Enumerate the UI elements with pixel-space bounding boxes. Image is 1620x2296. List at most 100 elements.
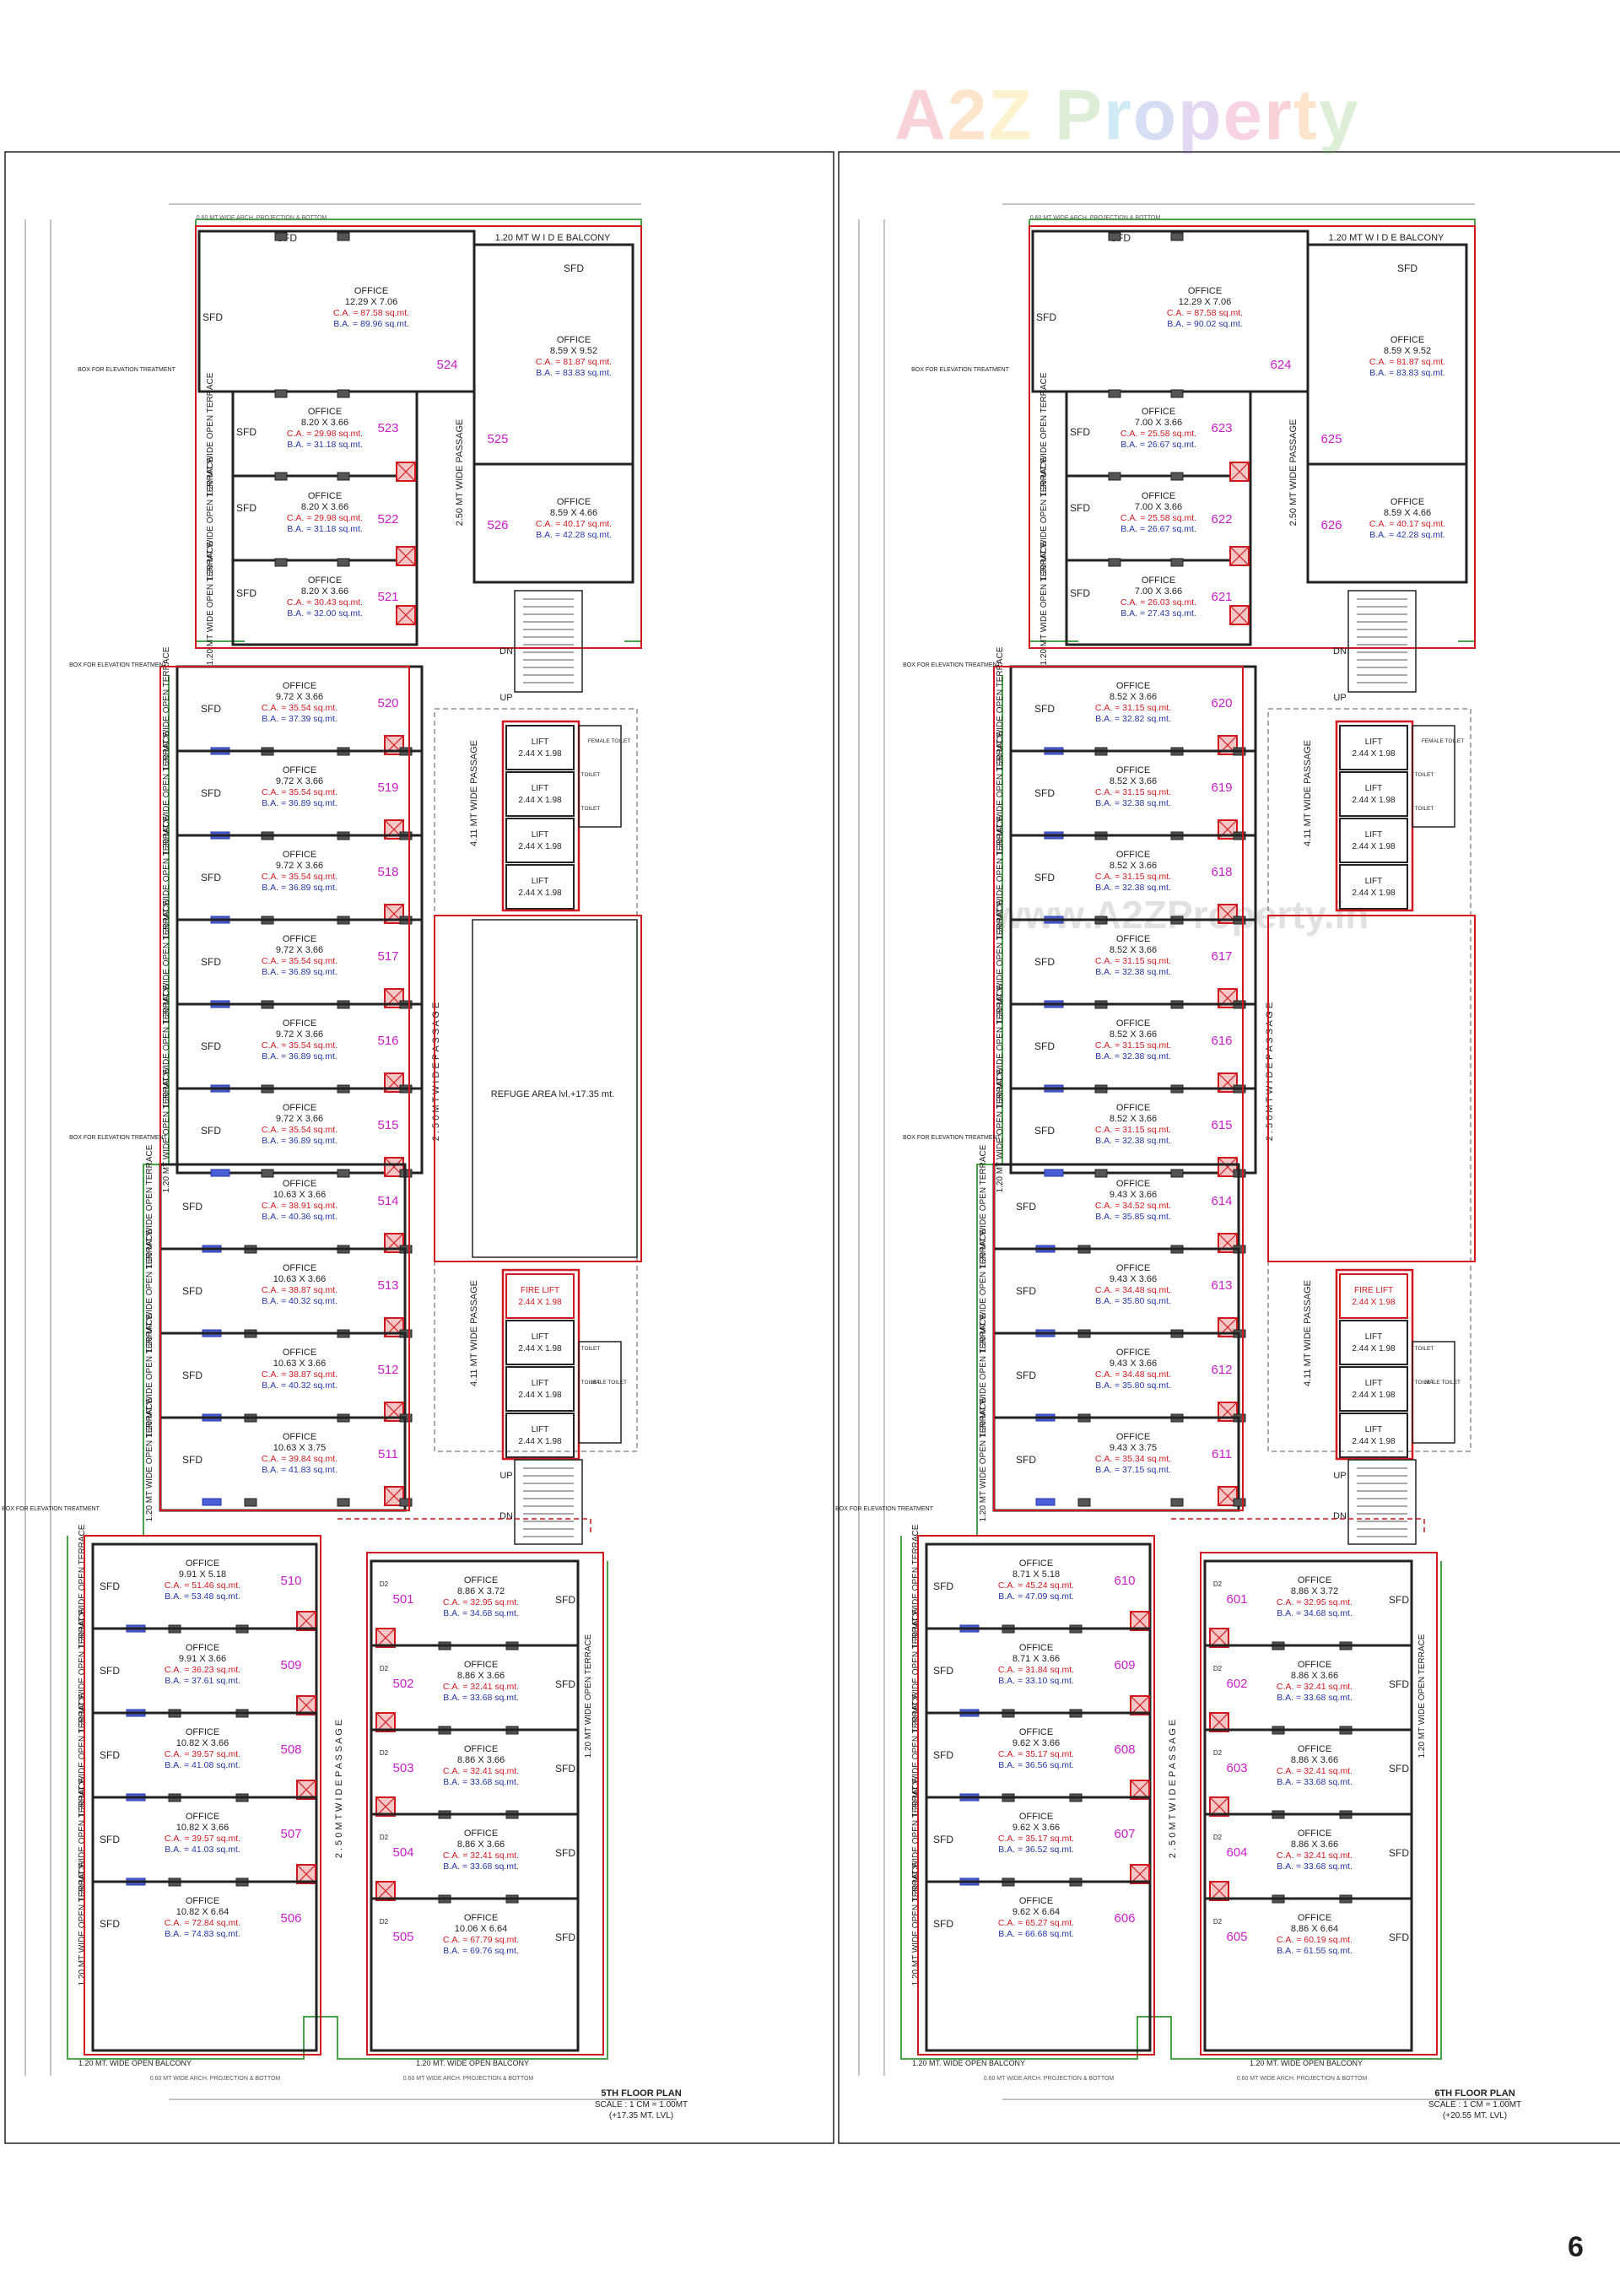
- office-dimensions: 9.43 X 3.66: [1110, 1274, 1157, 1284]
- carpet-area: C.A. = 40.17 sq.mt.: [536, 519, 612, 529]
- carpet-area: C.A. = 29.98 sq.mt.: [287, 513, 363, 523]
- lift-label: LIFT: [1365, 830, 1383, 840]
- office-name: OFFICE: [1019, 1727, 1053, 1737]
- built-area: B.A. = 36.89 sq.mt.: [262, 967, 338, 977]
- lift-dimensions: 2.44 X 1.98: [518, 842, 562, 851]
- carpet-area: C.A. = 65.27 sq.mt.: [998, 1918, 1074, 1928]
- unit-number: 513: [377, 1278, 398, 1293]
- lift-shaft: [505, 818, 575, 863]
- lift-dimensions: 2.44 X 1.98: [1352, 1298, 1396, 1307]
- office-name: OFFICE: [464, 1744, 498, 1754]
- built-area: B.A. = 36.89 sq.mt.: [262, 1051, 338, 1062]
- column: [1170, 1169, 1184, 1178]
- fire-boundary: [366, 1552, 604, 2056]
- column: [274, 232, 288, 241]
- built-area: B.A. = 31.18 sq.mt.: [287, 440, 363, 450]
- office-dimensions: 9.91 X 5.18: [179, 1569, 226, 1580]
- door-label: D2: [380, 1918, 389, 1926]
- carpet-area: C.A. = 35.17 sq.mt.: [998, 1834, 1074, 1844]
- terrace-label: 1.20 MT WIDE OPEN TERRACE: [996, 899, 1005, 1024]
- door-label: D2: [380, 1749, 389, 1757]
- carpet-area: C.A. = 34.52 sq.mt.: [1095, 1201, 1171, 1211]
- box-elevation-label: BOX FOR ELEVATION TREATMENT: [911, 367, 1009, 373]
- office-dimensions: 8.52 X 3.66: [1110, 776, 1157, 786]
- unit-number: 522: [377, 512, 398, 527]
- built-area: B.A. = 32.38 sq.mt.: [1095, 1136, 1171, 1146]
- unit-number: 501: [392, 1592, 413, 1607]
- carpet-area: C.A. = 25.58 sq.mt.: [1120, 513, 1196, 523]
- office-dimensions: 8.52 X 3.66: [1110, 861, 1157, 871]
- stair-outline: [514, 1459, 583, 1545]
- office-dimensions: 10.06 X 6.64: [455, 1924, 507, 1934]
- column: [337, 389, 350, 398]
- projection-label: 0.60 MT WIDE ARCH. PROJECTION & BOTTOM: [150, 2076, 281, 2082]
- built-area: B.A. = 33.68 sq.mt.: [443, 1861, 519, 1872]
- plan-scale: SCALE : 1 CM = 1.00MT: [1428, 2100, 1521, 2110]
- terrace-label: 1.20 MT WIDE OPEN TERRACE: [996, 1068, 1005, 1192]
- shaft-x: [1130, 1611, 1150, 1631]
- office-dimensions: 8.86 X 3.66: [1291, 1671, 1338, 1681]
- fire-boundary: [84, 1535, 321, 2056]
- lift-dimensions: 2.44 X 1.98: [1352, 1344, 1396, 1353]
- sfd-label: SFD: [100, 1665, 120, 1677]
- column: [1233, 1498, 1246, 1507]
- office-name: OFFICE: [283, 850, 316, 860]
- passage-label: 2 . 5 0 M T W I D E P A S S A G E: [1168, 1720, 1178, 1858]
- sfd-label: SFD: [1016, 1201, 1036, 1213]
- carpet-area: C.A. = 32.95 sq.mt.: [443, 1597, 519, 1607]
- office-dimensions: 9.72 X 3.66: [276, 861, 323, 871]
- shaft-x: [296, 1695, 316, 1715]
- carpet-area: C.A. = 39.57 sq.mt.: [165, 1749, 240, 1759]
- column: [337, 472, 350, 481]
- sfd-label: SFD: [933, 1580, 953, 1592]
- carpet-area: C.A. = 81.87 sq.mt.: [1369, 357, 1445, 367]
- column: [1108, 558, 1121, 567]
- unit-number: 515: [377, 1118, 398, 1132]
- sfd-label: SFD: [564, 262, 584, 274]
- column: [274, 558, 288, 567]
- sfd-label: SFD: [236, 426, 256, 438]
- window: [1035, 1498, 1056, 1506]
- duct-shaft: [1130, 1611, 1150, 1631]
- office-name: OFFICE: [1298, 1575, 1331, 1586]
- carpet-area: C.A. = 36.23 sq.mt.: [165, 1665, 240, 1675]
- lift-shaft: [505, 864, 575, 910]
- office-dimensions: 8.71 X 5.18: [1012, 1569, 1060, 1580]
- carpet-area: C.A. = 35.54 sq.mt.: [262, 956, 338, 966]
- office-name: OFFICE: [186, 1727, 219, 1737]
- unit-number: 511: [378, 1447, 398, 1461]
- door-label: D2: [1213, 1580, 1223, 1588]
- shaft-x: [384, 1486, 404, 1506]
- unit-number: 607: [1114, 1827, 1135, 1841]
- column: [274, 389, 288, 398]
- office-dimensions: 9.62 X 3.66: [1012, 1823, 1060, 1833]
- terrace-label: 1.20 MT WIDE OPEN TERRACE: [162, 731, 171, 855]
- sfd-label: SFD: [182, 1454, 202, 1466]
- lift-shaft: [1339, 1413, 1408, 1458]
- unit-number: 623: [1211, 421, 1232, 435]
- built-area: B.A. = 35.85 sq.mt.: [1095, 1212, 1171, 1222]
- sfd-label: SFD: [1389, 1678, 1409, 1690]
- terrace-label: 1.20 MT WIDE OPEN TERRACE: [911, 1608, 921, 1732]
- terrace-label: 1.20 MT WIDE OPEN TERRACE: [78, 1608, 87, 1732]
- lift-dimensions: 2.44 X 1.98: [1352, 842, 1396, 851]
- sfd-label: SFD: [1389, 1847, 1409, 1859]
- passage-label: 2 . 5 0 M T W I D E P A S S A G E: [334, 1720, 344, 1858]
- terrace-label: 1.20 MT WIDE OPEN TERRACE: [979, 1397, 988, 1521]
- sfd-label: SFD: [1389, 1931, 1409, 1943]
- office-name: OFFICE: [283, 1103, 316, 1113]
